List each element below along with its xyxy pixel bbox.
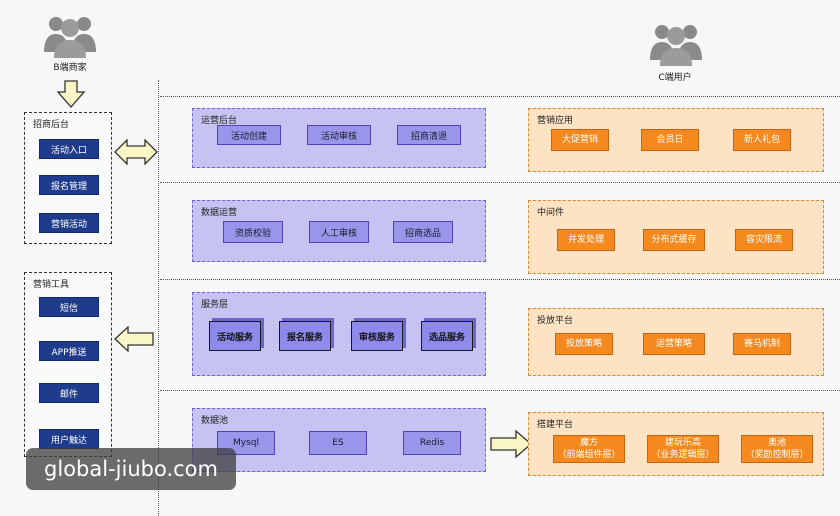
redis-block[interactable]: Redis — [403, 431, 461, 455]
horse-race-button[interactable]: 赛马机制 — [733, 333, 791, 355]
qualification-check-button[interactable]: 资质校验 — [223, 221, 283, 243]
merchant-exit-button[interactable]: 招商清退 — [397, 125, 461, 145]
merchant-label: B端商家 — [53, 63, 87, 73]
activity-entry-button[interactable]: 活动入口 — [39, 139, 99, 159]
signup-management-button[interactable]: 报名管理 — [39, 175, 99, 195]
middleware-title: 中间件 — [537, 208, 565, 218]
row-divider — [160, 96, 840, 97]
row-divider — [160, 279, 840, 280]
sms-button[interactable]: 短信 — [39, 297, 99, 317]
marketing-app-panel: 营销应用 大促营销 会员日 新人礼包 — [528, 108, 824, 172]
manual-review-button[interactable]: 人工审核 — [309, 221, 369, 243]
consumer-label: C端用户 — [658, 73, 692, 83]
delivery-platform-title: 投放平台 — [537, 316, 574, 326]
merchant-backend-group: 招商后台 活动入口 报名管理 营销活动 — [24, 112, 112, 244]
ops-strategy-button[interactable]: 运营策略 — [643, 333, 705, 355]
marketing-tools-group: 营销工具 短信 APP推送 邮件 用户触达 — [24, 272, 112, 457]
rate-limit-button[interactable]: 容灾限流 — [735, 229, 793, 251]
merchant-users-icon — [44, 17, 96, 58]
delivery-strategy-button[interactable]: 投放策略 — [555, 333, 613, 355]
activity-create-button[interactable]: 活动创建 — [217, 125, 281, 145]
middleware-panel: 中间件 并发处理 分布式缓存 容灾限流 — [528, 200, 824, 274]
user-reach-button[interactable]: 用户触达 — [39, 429, 99, 449]
build-platform-title: 搭建平台 — [537, 420, 574, 430]
right-arrow-icon — [490, 430, 532, 458]
marketing-activity-button[interactable]: 营销活动 — [39, 213, 99, 233]
merchant-backend-title: 招商后台 — [33, 120, 70, 130]
signup-service-block[interactable]: 报名服务 — [279, 321, 331, 351]
es-block[interactable]: ES — [309, 431, 367, 455]
activity-service-block[interactable]: 活动服务 — [209, 321, 261, 351]
email-button[interactable]: 邮件 — [39, 383, 99, 403]
promo-marketing-button[interactable]: 大促营销 — [551, 129, 609, 151]
activity-review-button[interactable]: 活动审核 — [307, 125, 371, 145]
review-service-block[interactable]: 审核服务 — [351, 321, 403, 351]
data-pool-panel: 数据池 Mysql ES Redis — [192, 408, 486, 472]
newcomer-gift-button[interactable]: 新人礼包 — [733, 129, 791, 151]
row-divider — [160, 182, 840, 183]
marketing-tools-title: 营销工具 — [33, 280, 70, 290]
vertical-divider — [158, 80, 159, 516]
ops-backend-panel: 运营后台 活动创建 活动审核 招商清退 — [192, 108, 486, 168]
product-selection-button[interactable]: 招商选品 — [393, 221, 453, 243]
service-layer-title: 服务层 — [201, 300, 229, 310]
mysql-block[interactable]: Mysql — [217, 431, 275, 455]
rubik-component-button[interactable]: 魔方 （前端组件层） — [553, 435, 625, 463]
ops-backend-title: 运营后台 — [201, 116, 238, 126]
lego-logic-button[interactable]: 建玩乐高 （业务逻辑层） — [647, 435, 719, 463]
member-day-button[interactable]: 会员日 — [641, 129, 699, 151]
data-ops-panel: 数据运营 资质校验 人工审核 招商选品 — [192, 200, 486, 262]
build-platform-panel: 搭建平台 魔方 （前端组件层） 建玩乐高 （业务逻辑层） 奥池 （奖励控制层） — [528, 412, 824, 476]
double-arrow-icon — [114, 139, 158, 165]
row-divider — [160, 390, 840, 391]
concurrency-button[interactable]: 并发处理 — [557, 229, 615, 251]
marketing-app-title: 营销应用 — [537, 116, 574, 126]
service-layer-panel: 服务层 活动服务 报名服务 审核服务 选品服务 — [192, 292, 486, 376]
delivery-platform-panel: 投放平台 投放策略 运营策略 赛马机制 — [528, 308, 824, 376]
distributed-cache-button[interactable]: 分布式缓存 — [643, 229, 705, 251]
selection-service-block[interactable]: 选品服务 — [421, 321, 473, 351]
app-push-button[interactable]: APP推送 — [39, 341, 99, 361]
data-pool-title: 数据池 — [201, 416, 229, 426]
down-arrow-icon — [56, 80, 86, 108]
consumer-users-icon — [650, 25, 702, 66]
data-ops-title: 数据运营 — [201, 208, 238, 218]
left-arrow-icon — [114, 326, 154, 352]
watermark: global-jiubo.com — [26, 448, 236, 490]
reward-control-button[interactable]: 奥池 （奖励控制层） — [741, 435, 813, 463]
